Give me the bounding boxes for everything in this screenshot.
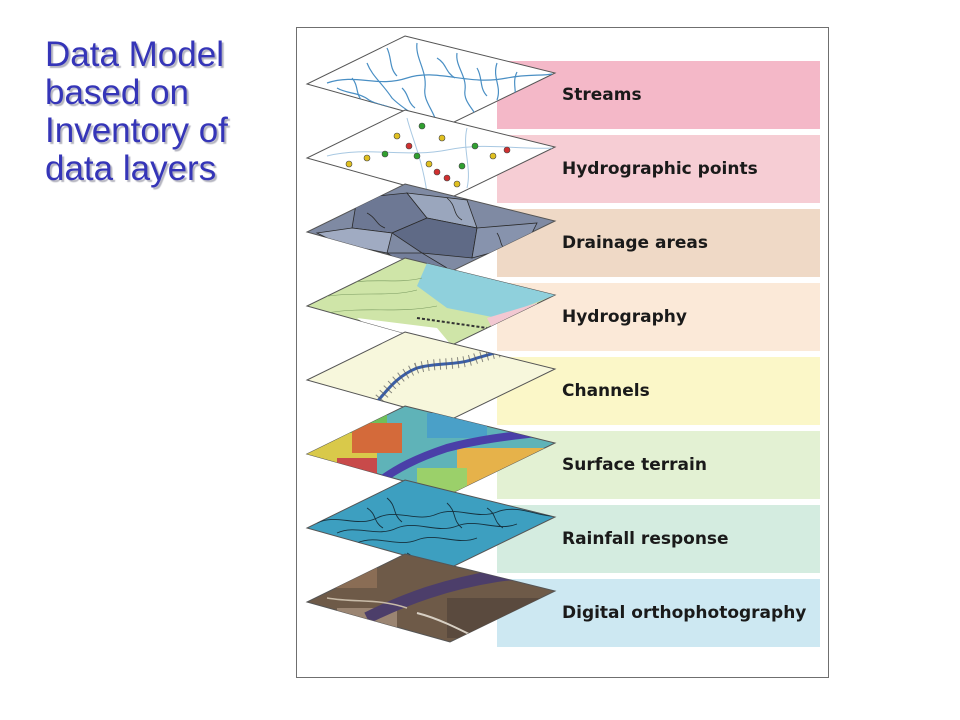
layer-hydrographic-points: Hydrographic points	[305, 109, 820, 203]
layer-drainage-areas: Drainage areas	[305, 183, 820, 277]
label-rainfall-response: Rainfall response	[562, 529, 729, 549]
label-streams: Streams	[562, 85, 642, 105]
layer-rainfall-response: Rainfall response	[305, 479, 820, 573]
slide-title: Data Model based on Inventory of data la…	[45, 36, 285, 188]
layer-stack-figure: Streams Hydrographic points	[296, 27, 829, 678]
label-drainage-areas: Drainage areas	[562, 233, 708, 253]
label-surface-terrain: Surface terrain	[562, 455, 707, 475]
title-line-2: based on	[45, 73, 190, 112]
label-digital-orthophotography: Digital orthophotography	[562, 603, 806, 623]
label-channels: Channels	[562, 381, 650, 401]
layer-streams: Streams	[305, 35, 820, 129]
title-line-1: Data Model	[45, 35, 224, 74]
layer-hydrography: Hydrography	[305, 257, 820, 351]
title-line-3: Inventory of	[45, 111, 228, 150]
label-hydrographic-points: Hydrographic points	[562, 159, 758, 179]
label-hydrography: Hydrography	[562, 307, 687, 327]
layer-stack-diagram: Streams Hydrographic points	[305, 35, 820, 647]
layer-channels: Channels	[305, 331, 820, 425]
layer-surface-terrain: Surface terrain	[305, 405, 820, 499]
title-line-4: data layers	[45, 149, 217, 188]
